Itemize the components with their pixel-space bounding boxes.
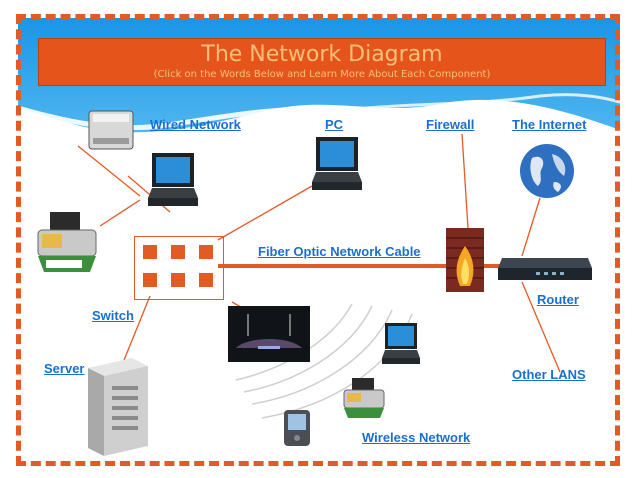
laptop-icon bbox=[148, 153, 198, 206]
page-title: The Network Diagram bbox=[201, 42, 443, 67]
server-icon bbox=[88, 358, 148, 456]
link-server[interactable]: Server bbox=[44, 361, 85, 376]
link-wireless-network[interactable]: Wireless Network bbox=[362, 430, 471, 445]
link-wired-network[interactable]: Wired Network bbox=[150, 117, 241, 132]
laptop-icon bbox=[382, 323, 420, 364]
firewall-icon bbox=[446, 228, 484, 292]
page-subtitle: (Click on the Words Below and Learn More… bbox=[153, 69, 491, 80]
wireless-router-icon bbox=[228, 306, 310, 362]
globe-icon bbox=[520, 144, 574, 198]
link-switch[interactable]: Switch bbox=[92, 308, 134, 323]
title-banner: The Network Diagram (Click on the Words … bbox=[38, 38, 606, 86]
scanner-icon bbox=[88, 110, 134, 150]
dashed-border bbox=[16, 14, 620, 466]
printer-icon bbox=[343, 378, 385, 418]
pda-icon bbox=[284, 410, 310, 446]
link-the-internet[interactable]: The Internet bbox=[512, 117, 587, 132]
laptop-icon bbox=[312, 137, 362, 190]
link-other-lans[interactable]: Other LANS bbox=[512, 367, 586, 382]
printer-icon bbox=[37, 212, 97, 272]
link-router[interactable]: Router bbox=[537, 292, 579, 307]
switch-icon bbox=[134, 236, 224, 300]
router-icon bbox=[498, 258, 592, 280]
link-firewall[interactable]: Firewall bbox=[426, 117, 475, 132]
link-fiber-optic-cable[interactable]: Fiber Optic Network Cable bbox=[258, 244, 421, 259]
link-pc[interactable]: PC bbox=[325, 117, 344, 132]
